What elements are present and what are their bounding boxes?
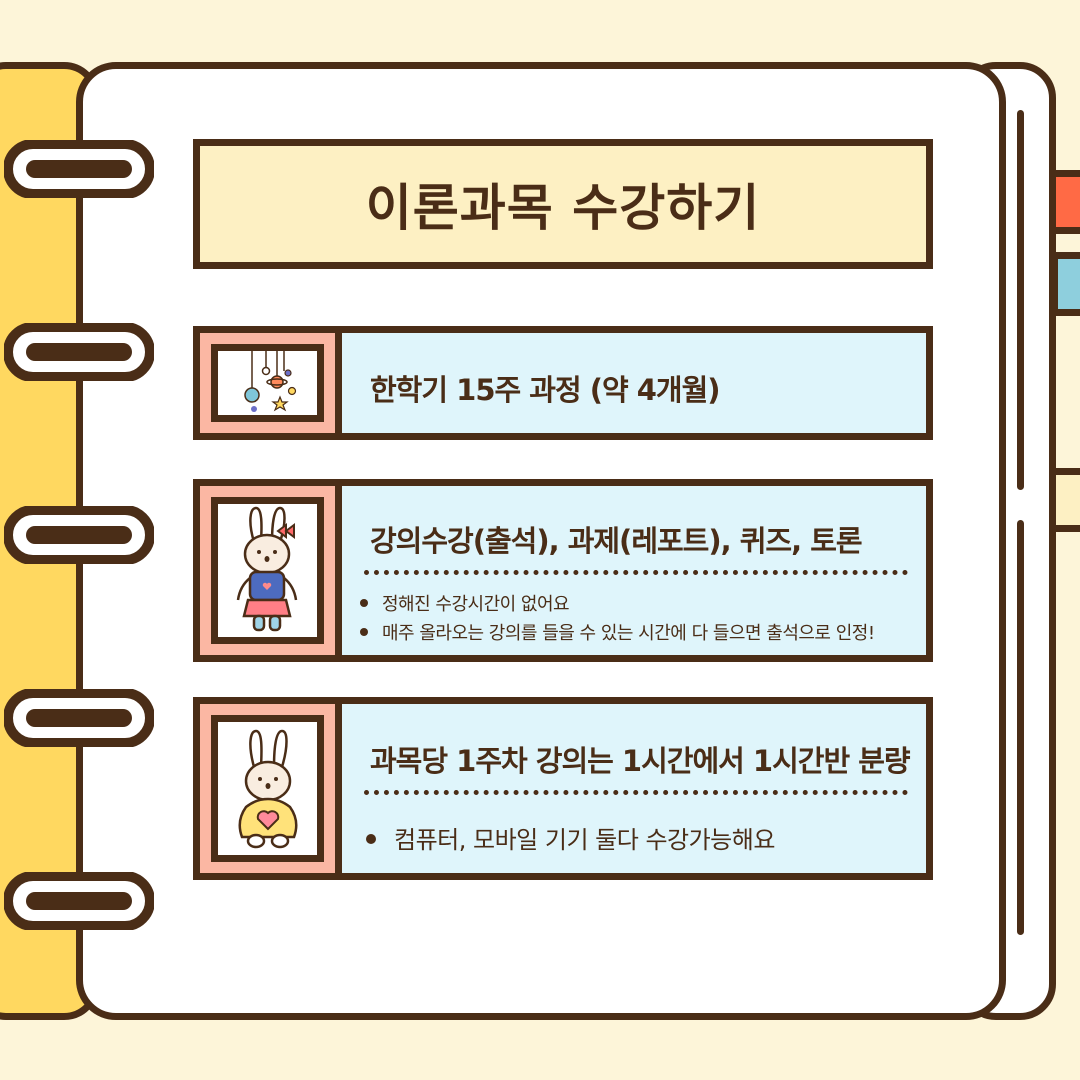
page-edge-line <box>1017 520 1024 935</box>
info-card: 과목당 1주차 강의는 1시간에서 1시간반 분량 컴퓨터, 모바일 기기 둘다… <box>193 697 933 880</box>
bunny-girl-icon <box>236 506 297 631</box>
list-item: 컴퓨터, 모바일 기기 둘다 수강가능해요 <box>366 820 775 855</box>
card-thumbnail <box>200 704 342 873</box>
info-card: 강의수강(출석), 과제(레포트), 퀴즈, 토론 정해진 수강시간이 없어요 … <box>193 479 933 662</box>
binder-ring <box>4 506 154 564</box>
list-item: 정해진 수강시간이 없어요 <box>360 590 570 616</box>
card-title: 과목당 1주차 강의는 1시간에서 1시간반 분량 <box>370 744 911 778</box>
space-planets-icon <box>243 351 296 412</box>
bunny-heart-icon <box>238 729 297 848</box>
binder-ring <box>4 323 154 381</box>
page-edge-line <box>1017 110 1024 490</box>
card-title: 강의수강(출석), 과제(레포트), 퀴즈, 토론 <box>370 524 863 558</box>
binder-ring <box>4 689 154 747</box>
dotted-divider <box>364 790 908 795</box>
card-thumbnail <box>200 486 342 655</box>
card-thumbnail <box>200 333 342 433</box>
dotted-divider <box>364 570 908 575</box>
binder-ring <box>4 872 154 930</box>
binder-ring <box>4 140 154 198</box>
page-title: 이론과목 수강하기 <box>365 179 761 237</box>
info-card: 한학기 15주 과정 (약 4개월) <box>193 326 933 440</box>
title-box: 이론과목 수강하기 <box>193 139 933 269</box>
list-item: 매주 올라오는 강의를 들을 수 있는 시간에 다 들으면 출석으로 인정! <box>360 619 875 645</box>
card-title: 한학기 15주 과정 (약 4개월) <box>370 373 721 407</box>
